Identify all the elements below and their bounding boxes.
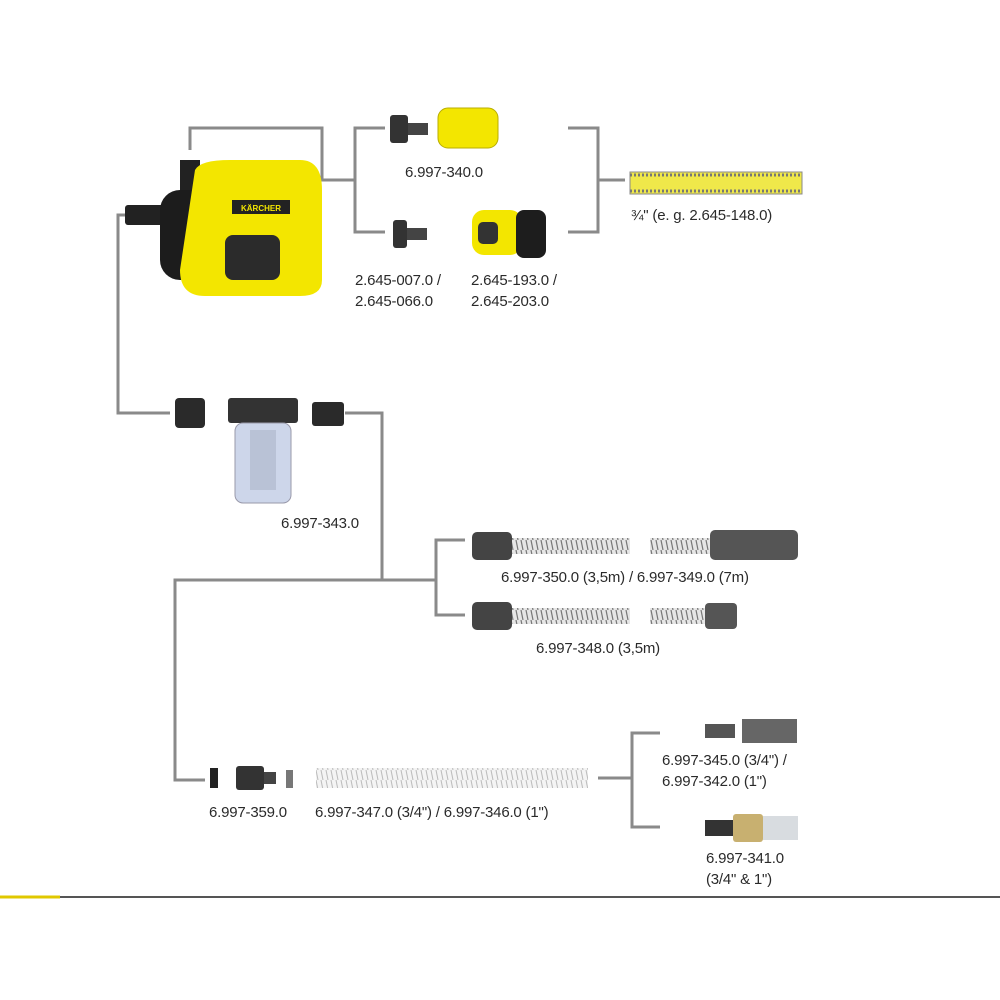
label-hose-connector-set: 6.997-340.0: [405, 164, 483, 181]
label-garden-hose: ¾" (e. g. 2.645-148.0): [631, 207, 773, 224]
label-line: 6.997-342.0 (1"): [662, 773, 767, 790]
hose-connector-set-image: [390, 107, 499, 149]
pump-image: KÄRCHER: [125, 160, 322, 296]
suction-hose-short-image: [472, 602, 737, 630]
label-suction-hose-short: 6.997-348.0 (3,5m): [536, 640, 660, 657]
bracket-outlet: [353, 126, 385, 234]
connector-lines: [116, 126, 660, 829]
line-pump-outlet: [188, 126, 355, 182]
label-line: 2.645-193.0 /: [471, 272, 557, 289]
prefilter-image: [175, 398, 344, 504]
label-line: 2.645-007.0 /: [355, 272, 441, 289]
hose-coupling-image: [472, 210, 546, 258]
bracket-hose: [568, 126, 600, 234]
garden-hose-image: [629, 171, 803, 195]
label-tap-adapter: 2.645-007.0 / 2.645-066.0: [355, 270, 441, 312]
label-hose-coupling: 2.645-193.0 / 2.645-203.0: [471, 270, 557, 312]
pump-brand-logo: KÄRCHER: [241, 204, 281, 213]
label-suction-hose-set: 6.997-350.0 (3,5m) / 6.997-349.0 (7m): [501, 569, 749, 586]
suction-hose-meter-image: [316, 768, 588, 788]
label-connector-adapter: 6.997-359.0: [209, 804, 287, 821]
label-suction-hose-meter: 6.997-347.0 (3/4") / 6.997-346.0 (1"): [315, 804, 549, 821]
bracket-filters: [630, 731, 660, 829]
connector-adapter-image: [210, 766, 293, 790]
label-suction-filter: 6.997-345.0 (3/4") / 6.997-342.0 (1"): [662, 750, 787, 792]
bracket-suction: [434, 538, 465, 617]
label-line: 2.645-203.0: [471, 293, 549, 310]
suction-hose-set-image: [472, 530, 798, 560]
tap-adapter-image: [393, 220, 427, 248]
backflow-valve-image: [705, 814, 798, 842]
line-pump-inlet: [116, 213, 170, 415]
label-backflow-valve: 6.997-341.0 (3/4" & 1"): [706, 848, 784, 890]
label-line: 6.997-345.0 (3/4") /: [662, 752, 787, 769]
label-line: (3/4" & 1"): [706, 871, 772, 888]
label-prefilter: 6.997-343.0: [281, 515, 359, 532]
suction-filter-image: [705, 719, 797, 743]
line-filter-out: [345, 411, 384, 580]
label-line: 2.645-066.0: [355, 293, 433, 310]
line-suction-main: [173, 578, 436, 782]
label-line: 6.997-341.0: [706, 850, 784, 867]
